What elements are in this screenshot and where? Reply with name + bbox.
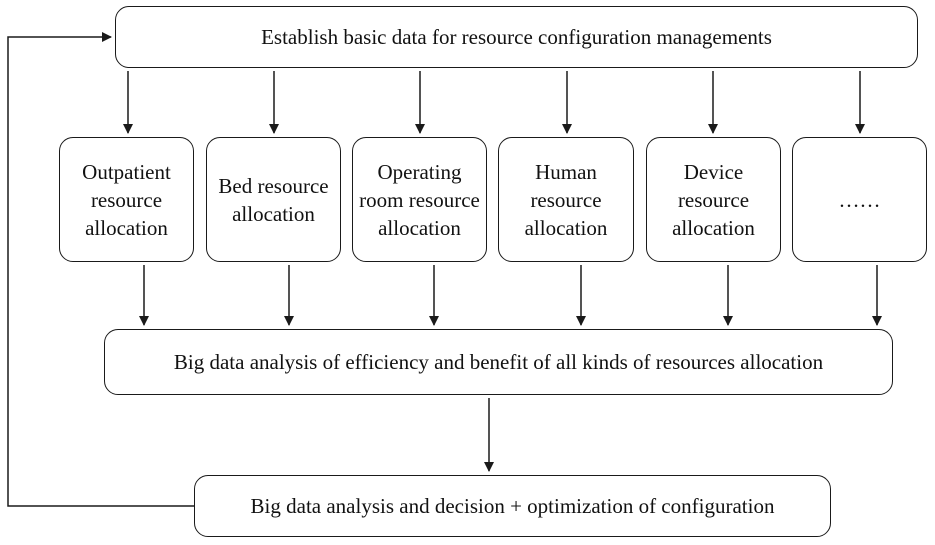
outpatient-resource-label: Outpatient resource allocation: [82, 159, 171, 240]
device-resource-box: Device resource allocation: [646, 137, 781, 262]
human-resource-box: Human resource allocation: [498, 137, 634, 262]
operating-room-resource-label: Operating room resource allocation: [359, 159, 480, 240]
efficiency-analysis-box: Big data analysis of efficiency and bene…: [104, 329, 893, 395]
establish-basic-data-label: Establish basic data for resource config…: [261, 24, 772, 49]
bed-resource-label: Bed resource allocation: [218, 173, 329, 226]
decision-optimization-box: Big data analysis and decision + optimiz…: [194, 475, 831, 537]
feedback-loop-arrow: [7, 32, 194, 507]
outpatient-resource-box: Outpatient resource allocation: [59, 137, 194, 262]
operating-room-resource-box: Operating room resource allocation: [352, 137, 487, 262]
establish-basic-data-box: Establish basic data for resource config…: [115, 6, 918, 68]
bed-resource-box: Bed resource allocation: [206, 137, 341, 262]
efficiency-analysis-label: Big data analysis of efficiency and bene…: [173, 349, 824, 374]
decision-optimization-label: Big data analysis and decision + optimiz…: [250, 493, 775, 518]
more-resources-ellipsis: ……: [838, 187, 881, 212]
device-resource-label: Device resource allocation: [672, 159, 755, 240]
more-resources-box: ……: [792, 137, 927, 262]
human-resource-label: Human resource allocation: [524, 159, 608, 240]
